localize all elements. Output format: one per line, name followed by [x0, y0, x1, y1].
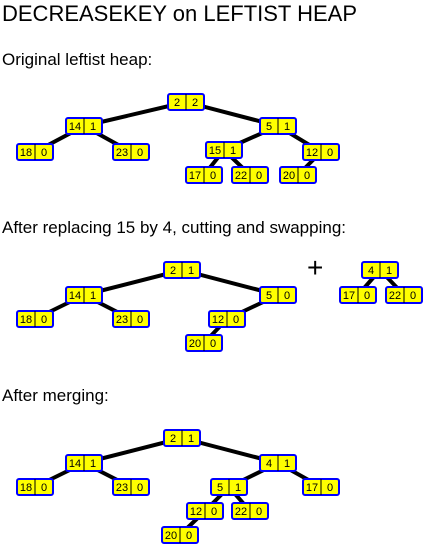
node-npl: 0: [186, 530, 192, 542]
heap-node: 20 0: [185, 334, 223, 352]
node-npl: 1: [90, 121, 96, 133]
node-key: 4: [368, 265, 374, 277]
node-key: 20: [165, 530, 177, 542]
heap-node: 22 0: [385, 286, 423, 304]
heap-node: 18 0: [16, 143, 54, 161]
node-key: 17: [189, 170, 201, 182]
node-key: 20: [283, 170, 295, 182]
heap-node: 18 0: [16, 310, 54, 328]
node-npl: 0: [41, 314, 47, 326]
node-npl: 0: [137, 147, 143, 159]
node-key: 18: [20, 482, 32, 494]
node-npl: 1: [235, 482, 241, 494]
node-npl: 0: [304, 170, 310, 182]
node-npl: 1: [188, 265, 194, 277]
node-npl: 0: [284, 290, 290, 302]
heap-node: 14 1: [65, 117, 103, 135]
node-key: 2: [170, 265, 176, 277]
heap-node: 20 0: [161, 526, 199, 544]
heap-node: 12 0: [186, 502, 224, 520]
node-npl: 0: [410, 290, 416, 302]
node-key: 5: [217, 482, 223, 494]
node-npl: 0: [327, 147, 333, 159]
node-key: 18: [20, 314, 32, 326]
node-key: 2: [174, 97, 180, 109]
node-key: 23: [116, 147, 128, 159]
node-key: 12: [306, 147, 318, 159]
node-key: 4: [266, 458, 272, 470]
node-npl: 0: [41, 147, 47, 159]
heap-node: 12 0: [302, 143, 340, 161]
node-key: 17: [343, 290, 355, 302]
node-npl: 0: [364, 290, 370, 302]
node-npl: 0: [210, 338, 216, 350]
node-npl: 0: [327, 482, 333, 494]
node-npl: 1: [284, 121, 290, 133]
heap-node: 22 0: [231, 166, 269, 184]
heap-node: 14 1: [65, 286, 103, 304]
node-key: 22: [235, 170, 247, 182]
heap-node: 23 0: [112, 310, 150, 328]
section-label-after-replacing: After replacing 15 by 4, cutting and swa…: [2, 218, 346, 237]
heap-node: 23 0: [112, 478, 150, 496]
heap-node: 17 0: [302, 478, 340, 496]
node-key: 14: [69, 290, 81, 302]
node-npl: 1: [188, 433, 194, 445]
node-npl: 0: [256, 170, 262, 182]
node-key: 14: [69, 458, 81, 470]
node-npl: 0: [137, 482, 143, 494]
heap-node: 15 1: [205, 141, 243, 159]
node-key: 2: [170, 433, 176, 445]
node-key: 23: [116, 314, 128, 326]
section-label-after-merging: After merging:: [2, 386, 109, 405]
node-npl: 1: [90, 290, 96, 302]
node-npl: 0: [211, 506, 217, 518]
node-key: 20: [189, 338, 201, 350]
heap-node: 17 0: [185, 166, 223, 184]
page-title: DECREASEKEY on LEFTIST HEAP: [2, 1, 357, 26]
node-npl: 2: [192, 97, 198, 109]
node-npl: 0: [233, 314, 239, 326]
node-key: 12: [190, 506, 202, 518]
heap-node: 20 0: [279, 166, 317, 184]
node-npl: 1: [284, 458, 290, 470]
section-label-original: Original leftist heap:: [2, 50, 153, 69]
node-key: 15: [209, 145, 221, 157]
node-key: 5: [266, 121, 272, 133]
plus-sign: +: [307, 252, 324, 283]
heap-node: 14 1: [65, 454, 103, 472]
node-key: 22: [389, 290, 401, 302]
node-npl: 1: [386, 265, 392, 277]
node-npl: 1: [230, 145, 236, 157]
node-key: 17: [306, 482, 318, 494]
node-key: 12: [212, 314, 224, 326]
node-npl: 1: [90, 458, 96, 470]
node-key: 14: [69, 121, 81, 133]
node-npl: 0: [256, 506, 262, 518]
node-npl: 0: [210, 170, 216, 182]
heap-node: 22 0: [231, 502, 269, 520]
node-key: 5: [266, 290, 272, 302]
node-npl: 0: [41, 482, 47, 494]
heap-node: 17 0: [339, 286, 377, 304]
node-key: 22: [235, 506, 247, 518]
node-key: 23: [116, 482, 128, 494]
heap-node: 12 0: [208, 310, 246, 328]
heap-node: 23 0: [112, 143, 150, 161]
node-npl: 0: [137, 314, 143, 326]
heap-node: 18 0: [16, 478, 54, 496]
node-key: 18: [20, 147, 32, 159]
